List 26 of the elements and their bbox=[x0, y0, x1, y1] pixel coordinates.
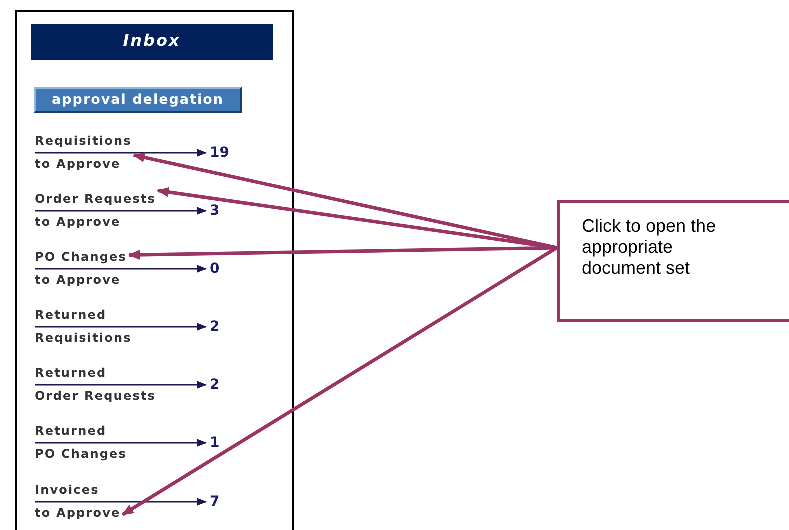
item-count: 3 bbox=[210, 203, 220, 220]
arrow bbox=[35, 265, 207, 273]
item-count: 0 bbox=[210, 261, 220, 278]
arrow bbox=[35, 323, 207, 331]
inbox-link: Requisitions to Approve bbox=[35, 130, 132, 176]
arrow bbox=[122, 246, 558, 516]
delegation-button: approval delegation bbox=[34, 87, 242, 113]
panel-header: Inbox bbox=[31, 24, 273, 60]
arrow bbox=[35, 149, 207, 157]
inbox-link: Returned Order Requests bbox=[35, 362, 156, 408]
callout-box: Click to open the appropriate document set bbox=[557, 200, 789, 322]
arrow bbox=[35, 381, 207, 389]
arrow bbox=[35, 207, 207, 215]
inbox-link: PO Changes to Approve bbox=[35, 246, 128, 292]
inbox-link: Order Requests to Approve bbox=[35, 188, 156, 234]
item-count: 19 bbox=[210, 145, 230, 162]
inbox-link: Returned PO Changes bbox=[35, 420, 128, 466]
inbox-link: Invoices to Approve bbox=[35, 479, 121, 525]
arrow bbox=[35, 439, 207, 447]
arrow bbox=[35, 498, 207, 506]
inbox-panel bbox=[15, 10, 294, 530]
item-count: 7 bbox=[210, 494, 220, 511]
item-count: 2 bbox=[210, 377, 220, 394]
inbox-link: Returned Requisitions bbox=[35, 304, 132, 350]
item-count: 2 bbox=[210, 319, 220, 336]
item-count: 1 bbox=[210, 435, 220, 452]
